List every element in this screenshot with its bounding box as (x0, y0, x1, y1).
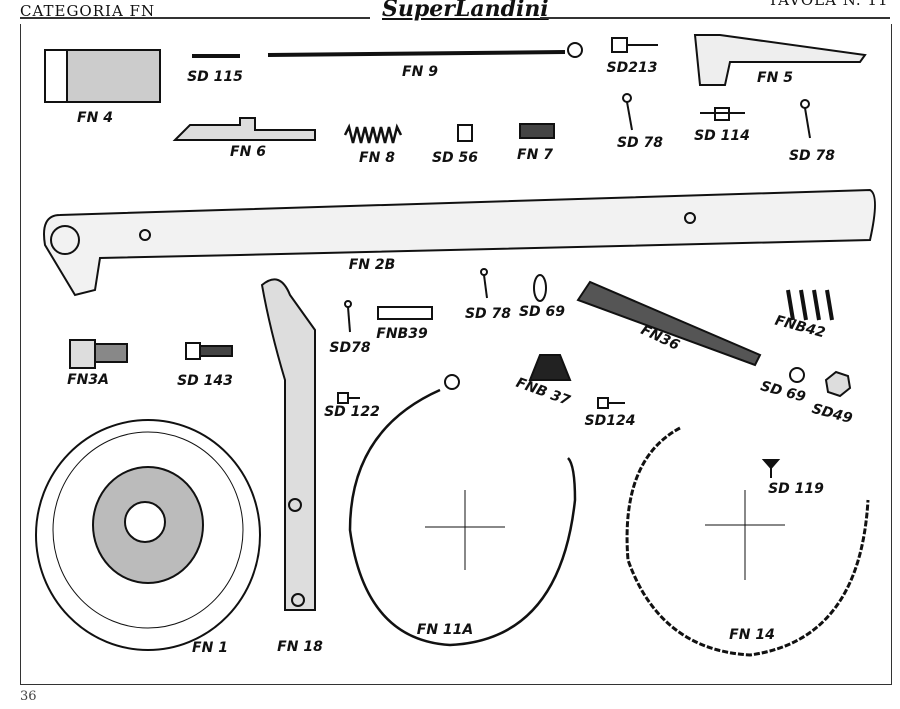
label-fnb39: FNB39 (376, 326, 428, 342)
part-sd49 (824, 370, 852, 398)
part-sd78-a (622, 93, 633, 131)
part-sd69-b (789, 367, 805, 383)
part-fn1 (35, 419, 261, 651)
label-fn18: FN 18 (277, 639, 323, 655)
label-sd119: SD 119 (768, 481, 824, 497)
part-sd78-b (800, 99, 811, 139)
label-sd115: SD 115 (187, 69, 243, 85)
part-fn18 (260, 278, 316, 611)
label-sd143: SD 143 (177, 373, 233, 389)
label-sd114: SD 114 (694, 128, 750, 144)
part-sd114 (700, 107, 745, 121)
part-fn8 (343, 123, 403, 144)
label-sd78-d: SD 78 (464, 306, 512, 322)
label-fn11a: FN 11A (416, 622, 474, 638)
part-sd56 (457, 124, 473, 142)
part-sd122 (337, 392, 360, 404)
label-sd69-a: SD 69 (518, 304, 566, 320)
part-fn2b (43, 188, 876, 297)
plate-frame (20, 24, 892, 685)
part-fn5 (693, 34, 867, 86)
label-sd56: SD 56 (431, 150, 479, 166)
label-sd78-c: SD78 (329, 340, 371, 356)
label-fn9: FN 9 (402, 64, 438, 80)
label-sd122: SD 122 (324, 404, 380, 420)
part-fnb39 (377, 306, 433, 320)
label-fn14: FN 14 (729, 627, 775, 643)
part-sd119 (761, 459, 781, 478)
label-fn6: FN 6 (230, 144, 266, 160)
part-fnb42 (786, 289, 834, 321)
part-sd78-c (344, 300, 352, 333)
part-sd78-d (480, 268, 488, 299)
label-fn3a: FN3A (67, 372, 109, 388)
part-fn7 (519, 123, 555, 139)
label-fn8: FN 8 (359, 150, 395, 166)
brand-logo: SuperLandini (382, 0, 549, 22)
part-sd69-a (533, 274, 547, 302)
label-fn4: FN 4 (77, 110, 113, 126)
part-sd124 (597, 397, 625, 409)
part-sd143 (185, 342, 233, 360)
part-fn4 (44, 49, 161, 103)
part-sd213 (611, 37, 658, 53)
label-sd213: SD213 (606, 60, 658, 76)
category-title: CATEGORIA FN (20, 2, 156, 20)
label-sd124: SD124 (584, 413, 636, 429)
label-fn1: FN 1 (192, 640, 228, 656)
part-fn9 (267, 42, 583, 58)
header-rule-right (540, 17, 890, 19)
part-fn6 (172, 117, 316, 141)
header-rule-left (20, 17, 370, 19)
part-fn14 (625, 426, 870, 657)
part-fnb37 (528, 354, 572, 381)
page-number: 36 (20, 689, 37, 704)
label-fn7: FN 7 (517, 147, 553, 163)
label-sd78-b: SD 78 (788, 148, 836, 164)
label-fn5: FN 5 (757, 70, 793, 86)
label-sd78-a: SD 78 (616, 135, 664, 151)
plate-number: TAVOLA N. 11 (768, 0, 889, 9)
part-fn11a (348, 374, 577, 647)
part-fn36 (576, 280, 762, 367)
part-fn3a (69, 339, 128, 369)
label-fn2b: FN 2B (348, 257, 396, 273)
